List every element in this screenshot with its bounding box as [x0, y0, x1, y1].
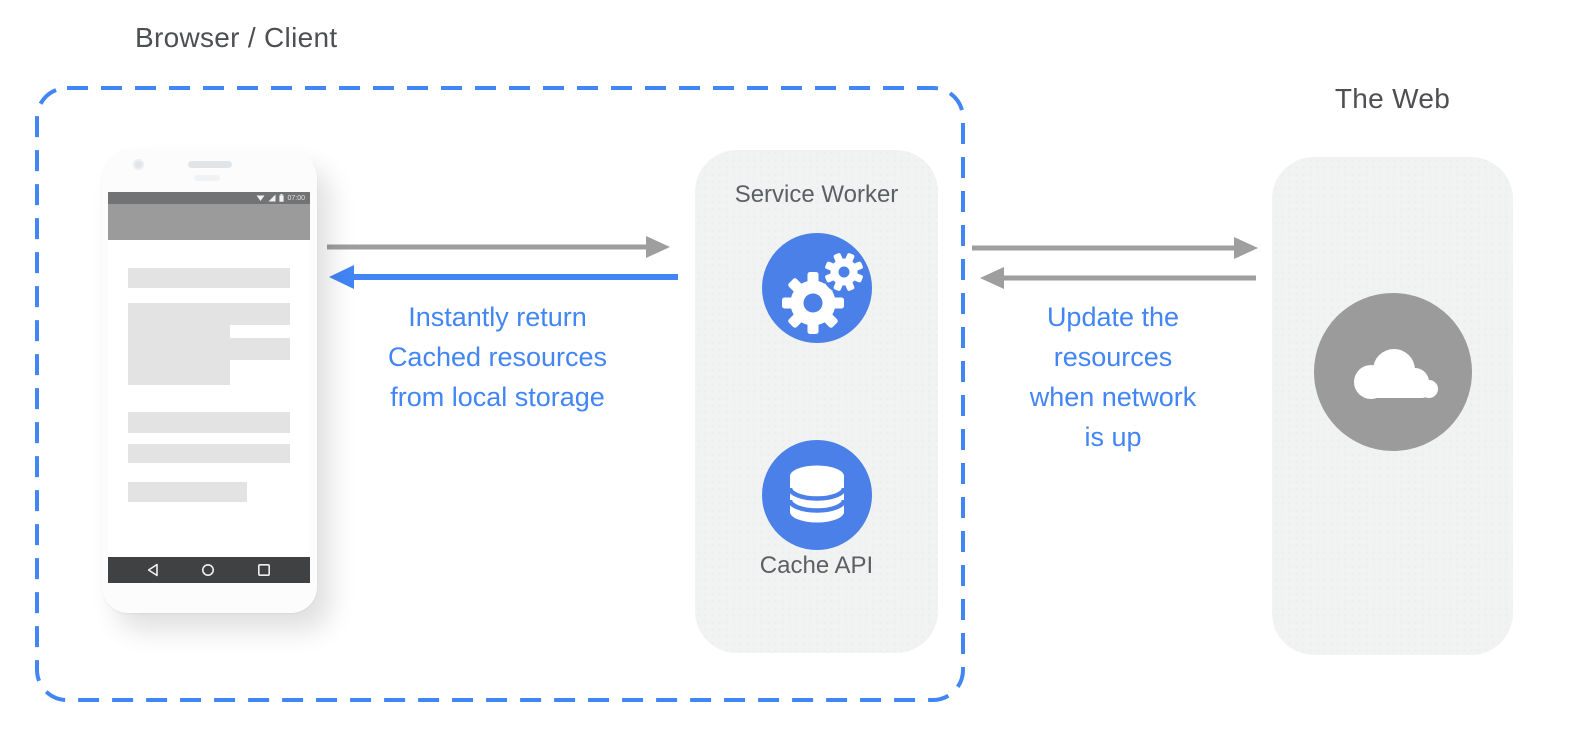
content-placeholder: [128, 482, 247, 502]
request-arrow-right: [327, 236, 670, 258]
annotation-line: Instantly return: [408, 302, 587, 332]
network-response-arrow-left: [980, 267, 1256, 289]
battery-icon: [279, 194, 285, 202]
cached-response-arrow-left: [329, 265, 678, 289]
cloud-icon: [1313, 293, 1472, 451]
browser-client-title: Browser / Client: [135, 22, 338, 53]
signal-icon: [268, 194, 276, 202]
phone-app-bar: [108, 204, 310, 240]
wifi-icon: [256, 195, 265, 201]
annotation-line: Cached resources: [387, 342, 608, 372]
home-icon: [202, 564, 214, 576]
status-time: 07:00: [287, 194, 305, 202]
phone-camera-icon: [133, 159, 144, 170]
phone-status-bar: 07:00: [108, 192, 310, 204]
content-placeholder: [223, 338, 290, 360]
service-worker-panel: Service Worker: [695, 150, 938, 653]
cache-api-label: Cache API: [759, 552, 874, 579]
annotation-line: resources: [1053, 342, 1173, 372]
recents-icon: [257, 563, 270, 576]
phone-sensor: [194, 175, 220, 181]
phone-mockup: 07:00: [102, 149, 317, 613]
network-request-arrow-right: [972, 237, 1258, 259]
cached-response-annotation: Instantly return Cached resources from l…: [340, 297, 655, 417]
annotation-line: is up: [1084, 422, 1142, 452]
the-web-title: The Web: [1334, 83, 1451, 114]
content-placeholder: [128, 303, 230, 385]
database-icon: [761, 440, 872, 550]
phone-content: [108, 240, 310, 557]
service-worker-label: Service Worker: [734, 181, 899, 208]
phone-screen: 07:00: [108, 192, 310, 583]
web-panel: [1272, 157, 1513, 655]
phone-speaker: [188, 161, 232, 168]
phone-nav-bar: [108, 557, 310, 583]
content-placeholder: [128, 444, 290, 463]
content-placeholder: [223, 303, 290, 325]
content-placeholder: [128, 412, 290, 433]
content-placeholder: [128, 268, 290, 288]
annotation-line: Update the: [1046, 302, 1180, 332]
annotation-line: from local storage: [390, 382, 605, 412]
annotation-line: when network: [1029, 382, 1197, 412]
gears-icon: [761, 233, 872, 343]
back-icon: [147, 563, 158, 577]
network-update-annotation: Update the resources when network is up: [975, 297, 1251, 457]
